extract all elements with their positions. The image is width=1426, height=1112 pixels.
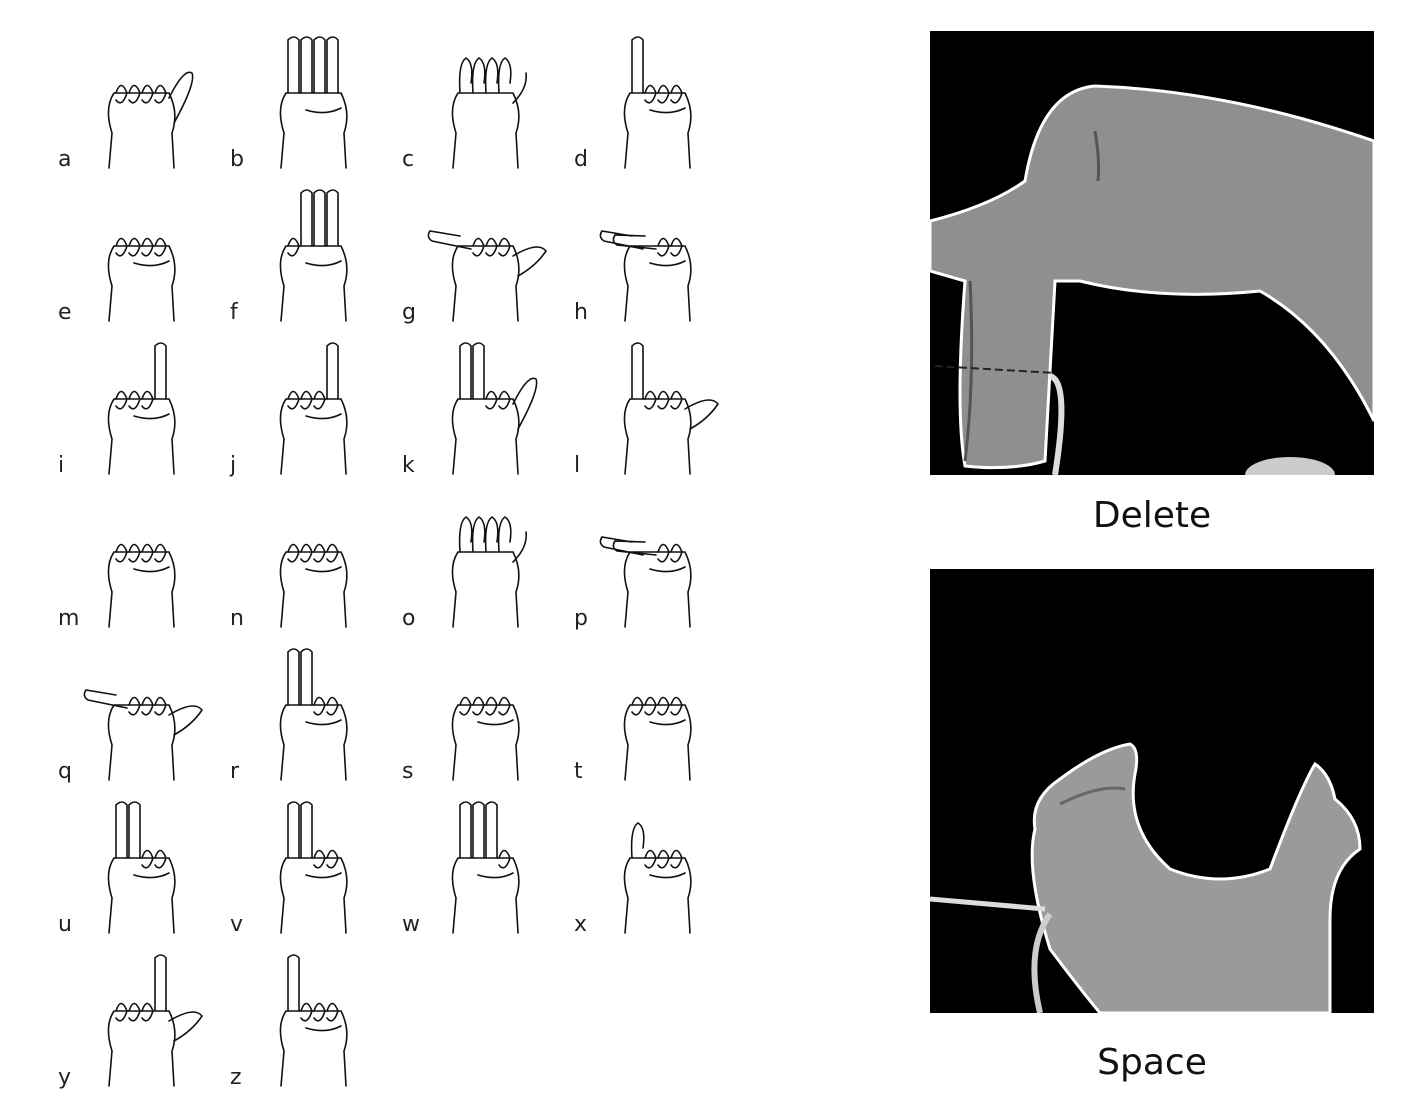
delete-caption: Delete (1092, 495, 1212, 536)
sign-label-k: k (402, 453, 415, 478)
hand-sign-q-icon (83, 689, 203, 781)
hand-sign-g-icon (427, 230, 547, 322)
sign-z: z (216, 946, 381, 1098)
sign-x: x (560, 793, 725, 945)
sign-label-x: x (574, 912, 588, 937)
delete-hand-image (930, 31, 1374, 475)
sign-g: g (388, 181, 553, 333)
sign-n: n (216, 487, 381, 639)
sign-r: r (216, 640, 381, 792)
hand-sign-j-icon (279, 342, 348, 475)
sign-label-i: i (58, 453, 65, 478)
sign-d: d (560, 28, 725, 180)
sign-label-p: p (574, 606, 588, 631)
hand-sign-c-icon (451, 57, 528, 169)
hand-sign-e-icon (107, 237, 176, 322)
sign-label-n: n (230, 606, 244, 631)
hand-sign-o-icon (451, 516, 528, 628)
sign-label-m: m (58, 606, 80, 631)
hand-sign-b-icon (279, 36, 348, 169)
hand-sign-y-icon (107, 954, 203, 1087)
sign-label-h: h (574, 300, 588, 325)
sign-label-r: r (230, 759, 240, 784)
sign-label-d: d (574, 147, 588, 172)
sign-label-u: u (58, 912, 72, 937)
hand-sign-v-icon (279, 801, 348, 934)
space-hand-image (930, 569, 1374, 1013)
sign-label-e: e (58, 300, 72, 325)
sign-m: m (44, 487, 209, 639)
sign-k: k (388, 334, 553, 486)
sign-label-l: l (574, 453, 581, 478)
hand-sign-s-icon (451, 696, 520, 781)
sign-e: e (44, 181, 209, 333)
delete-gesture-photo (930, 31, 1374, 475)
sign-label-s: s (402, 759, 414, 784)
sign-label-y: y (58, 1065, 72, 1090)
sign-i: i (44, 334, 209, 486)
sign-p: p (560, 487, 725, 639)
sign-label-o: o (402, 606, 416, 631)
hand-sign-n-icon (279, 543, 348, 628)
hand-sign-f-icon (279, 189, 348, 322)
hand-sign-a-icon (107, 71, 194, 169)
hand-sign-r-icon (279, 648, 348, 781)
space-gesture-photo (930, 569, 1374, 1013)
sign-h: h (560, 181, 725, 333)
sign-l: l (560, 334, 725, 486)
hand-sign-i-icon (107, 342, 176, 475)
sign-w: w (388, 793, 553, 945)
sign-q: q (44, 640, 209, 792)
space-caption: Space (1097, 1042, 1207, 1083)
hand-sign-x-icon (623, 822, 692, 934)
sign-label-t: t (574, 759, 583, 784)
sign-y: y (44, 946, 209, 1098)
sign-j: j (216, 334, 381, 486)
hand-sign-m-icon (107, 543, 176, 628)
sign-o: o (388, 487, 553, 639)
hand-sign-u-icon (107, 801, 176, 934)
sign-v: v (216, 793, 381, 945)
sign-c: c (388, 28, 553, 180)
hand-sign-w-icon (451, 801, 520, 934)
sign-label-g: g (402, 300, 416, 325)
sign-label-b: b (230, 147, 244, 172)
hand-sign-p-icon (599, 536, 692, 628)
sign-alphabet-grid: a b c d e f g h i j k l m n o p q r s t u v w x y z (44, 28, 719, 1098)
hand-sign-z-icon (279, 954, 348, 1087)
hand-sign-l-icon (623, 342, 719, 475)
sign-label-z: z (230, 1065, 242, 1090)
sign-label-q: q (58, 759, 72, 784)
sign-b: b (216, 28, 381, 180)
sign-f: f (216, 181, 381, 333)
hand-sign-k-icon (451, 342, 538, 475)
sign-a: a (44, 28, 209, 180)
sign-label-a: a (58, 147, 72, 172)
hand-sign-t-icon (623, 696, 692, 781)
sign-label-j: j (230, 453, 237, 478)
sign-label-v: v (230, 912, 244, 937)
hand-sign-h-icon (599, 230, 692, 322)
sign-t: t (560, 640, 725, 792)
sign-u: u (44, 793, 209, 945)
hand-sign-d-icon (623, 36, 692, 169)
sign-label-f: f (230, 300, 238, 325)
sign-label-w: w (402, 912, 420, 937)
sign-label-c: c (402, 147, 415, 172)
sign-s: s (388, 640, 553, 792)
